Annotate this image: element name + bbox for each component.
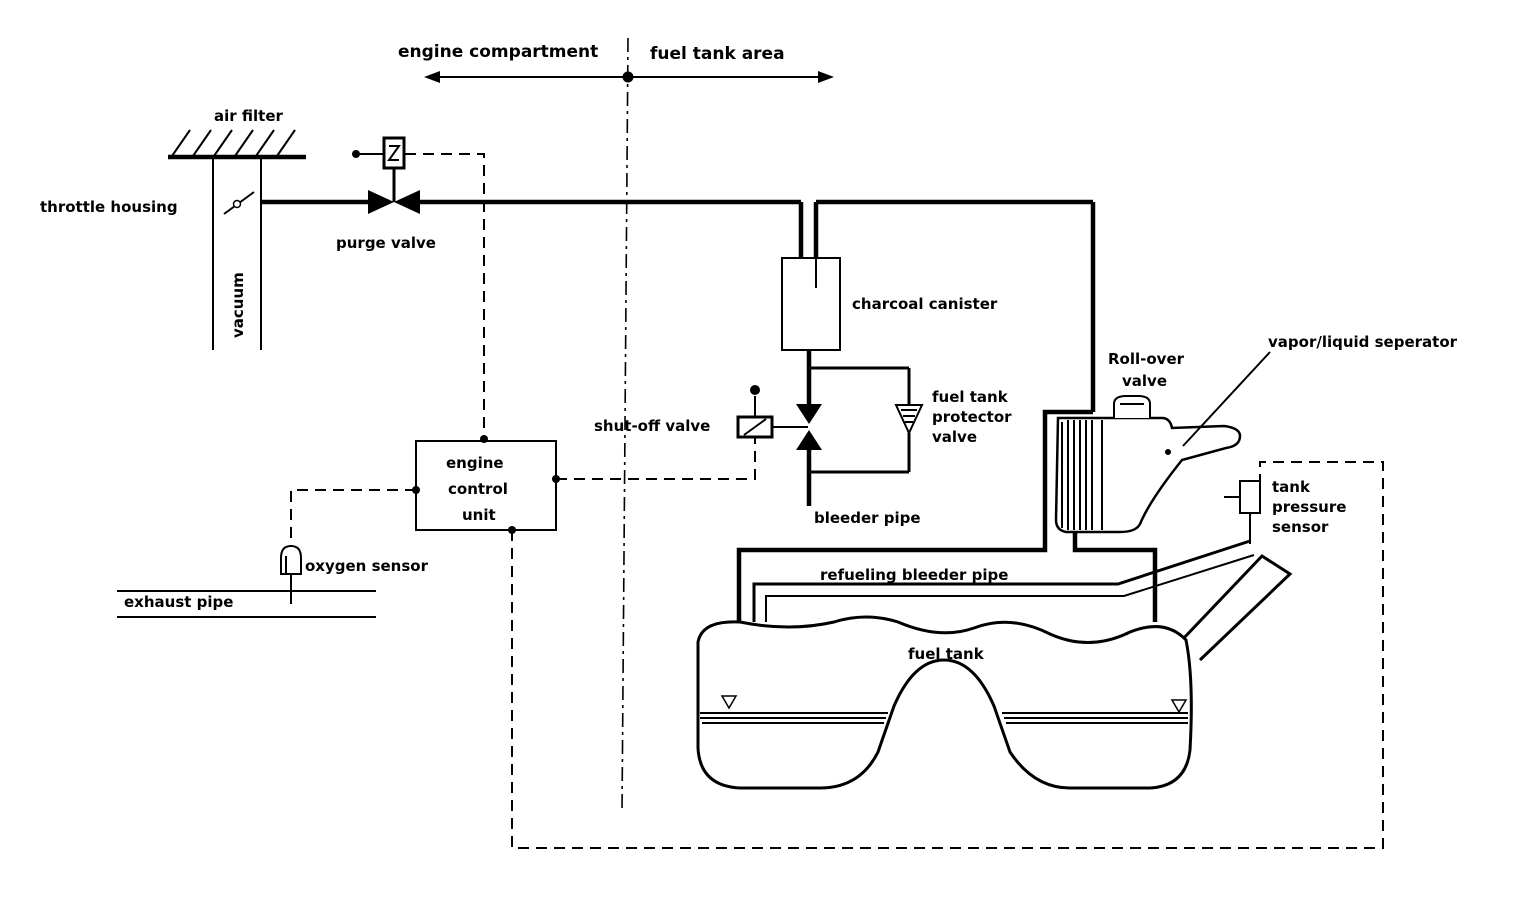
exhaust-pipe — [117, 590, 376, 618]
roll-over-valve-label-1: Roll-over — [1108, 350, 1185, 368]
oxygen-sensor-label: oxygen sensor — [305, 557, 429, 575]
vapor-liquid-separator-label: vapor/liquid seperator — [1268, 333, 1458, 351]
tank-pressure-sensor-label-1: tank — [1272, 478, 1311, 496]
charcoal-canister-label: charcoal canister — [852, 295, 998, 313]
bleeder-pipe-label: bleeder pipe — [814, 509, 921, 527]
purge-valve-label: purge valve — [336, 234, 436, 252]
air-filter-label: air filter — [214, 107, 283, 125]
air-filter — [168, 129, 306, 160]
vapor-liquid-separator — [1054, 351, 1271, 534]
fuel-tank-area-label: fuel tank area — [650, 44, 785, 64]
fuel-tank-protector-label-2: protector — [932, 408, 1012, 426]
oxygen-sensor — [280, 544, 302, 604]
roll-over-valve-label-2: valve — [1122, 372, 1167, 390]
shut-off-valve — [736, 366, 911, 506]
vacuum-label: vacuum — [229, 272, 247, 338]
signal-lines — [290, 153, 1384, 849]
vent-pipes — [736, 409, 1255, 622]
refueling-bleeder-pipe-label: refueling bleeder pipe — [820, 566, 1008, 584]
fuel-tank-protector-valve — [894, 404, 924, 436]
fuel-tank-protector-label-3: valve — [932, 428, 977, 446]
engine-compartment-label: engine compartment — [398, 42, 598, 62]
tank-pressure-sensor — [1224, 480, 1261, 544]
shut-off-valve-label: shut-off valve — [594, 417, 710, 435]
engine-control-unit — [412, 435, 560, 534]
fuel-tank — [696, 554, 1293, 790]
fuel-tank-label: fuel tank — [908, 645, 985, 663]
ecu-label-1: engine — [446, 454, 504, 472]
throttle-housing — [212, 158, 262, 350]
purge-valve — [352, 136, 420, 214]
ecu-label-3: unit — [462, 506, 496, 524]
tank-pressure-sensor-label-3: sensor — [1272, 518, 1329, 536]
throttle-housing-label: throttle housing — [40, 198, 178, 216]
charcoal-canister — [781, 257, 841, 420]
fuel-tank-protector-label-1: fuel tank — [932, 388, 1009, 406]
ecu-label-2: control — [448, 480, 508, 498]
exhaust-pipe-label: exhaust pipe — [124, 593, 233, 611]
purge-line — [262, 199, 1096, 412]
tank-pressure-sensor-label-2: pressure — [1272, 498, 1346, 516]
zone-divider — [424, 37, 834, 813]
